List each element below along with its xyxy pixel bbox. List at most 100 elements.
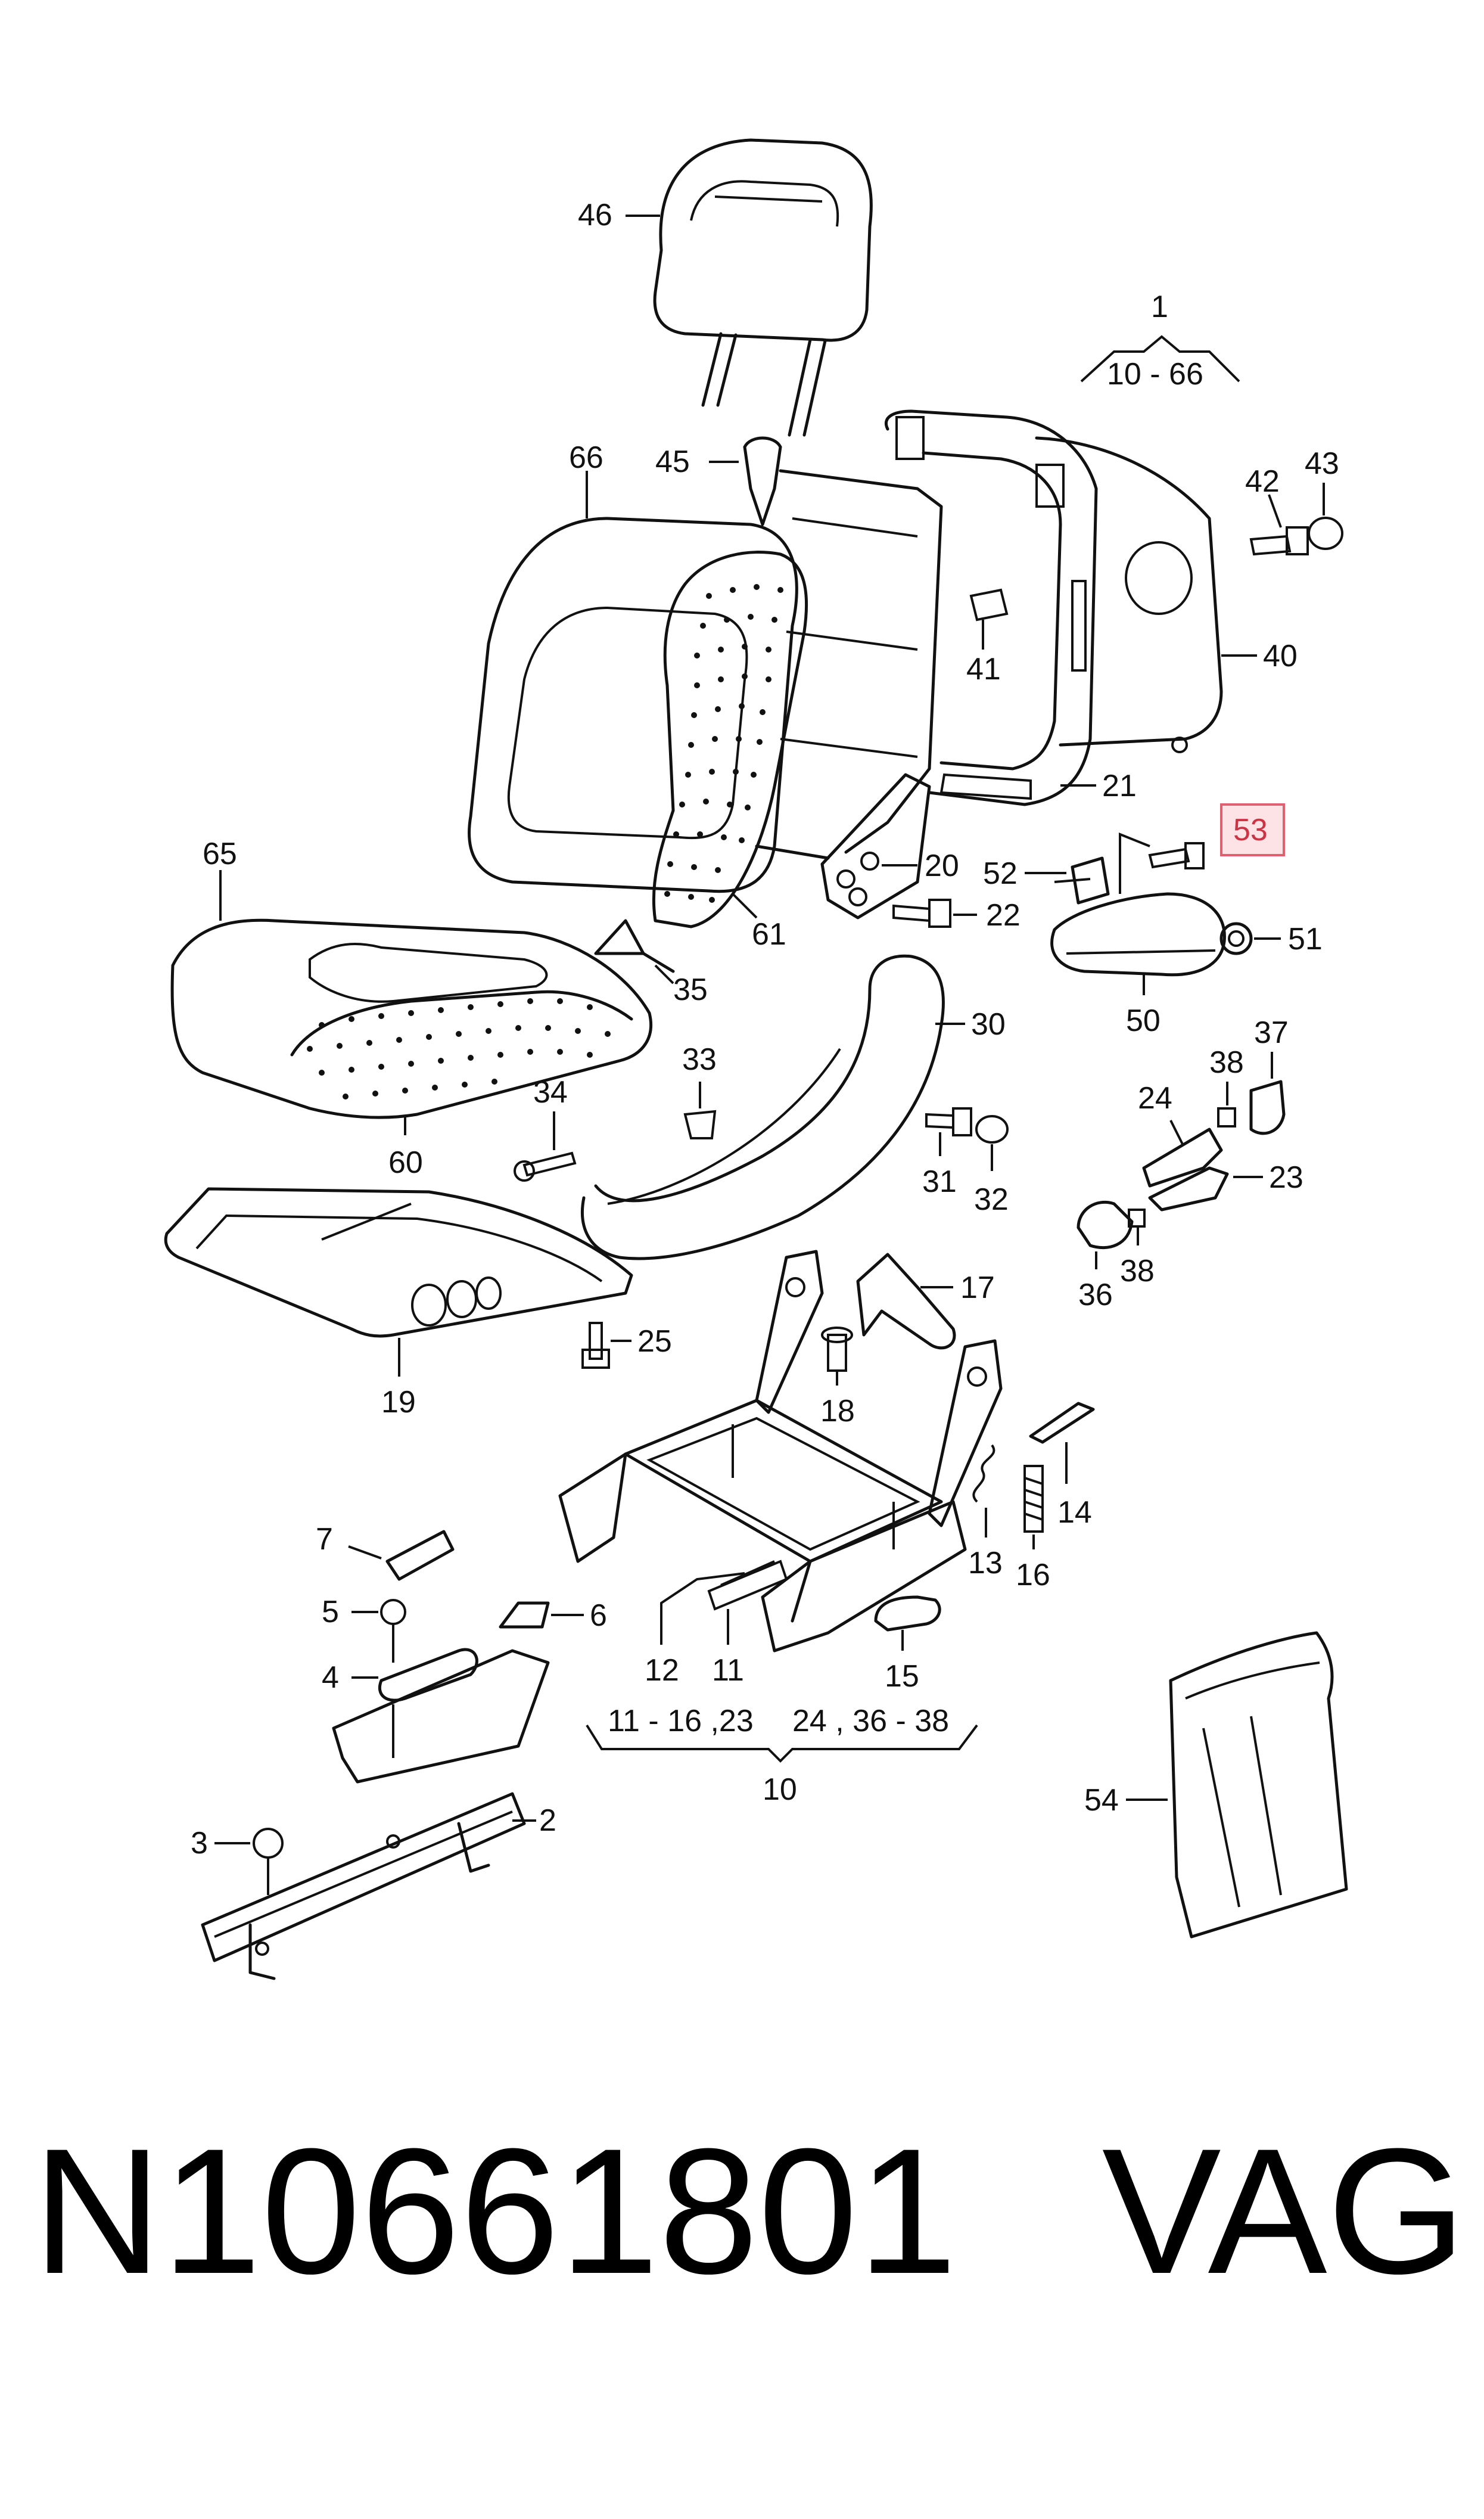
callout-38-top: 38 [1209,1045,1244,1080]
callout-1-range: 10 - 66 [1107,357,1203,392]
screw-34 [514,1151,577,1182]
callout-53[interactable]: 53 [1233,813,1268,847]
seat-frame-10 [558,1250,1003,1653]
backrest-padding [652,551,808,928]
callout-34: 34 [533,1075,568,1110]
callout-33: 33 [682,1042,717,1077]
recliner-23 [1148,1166,1229,1212]
lever-17 [856,1253,956,1350]
cap-32 [975,1115,1009,1144]
cover-6 [499,1601,550,1629]
callout-13: 13 [968,1546,1003,1580]
cover-37 [1249,1080,1286,1135]
callout-42: 42 [1245,464,1280,499]
cap-43 [1308,517,1343,550]
callout-32: 32 [974,1182,1009,1217]
seat-cover [170,918,653,1119]
bolt-22 [892,899,951,928]
callout-21: 21 [1102,769,1137,803]
callout-11: 11 [712,1653,744,1688]
recliner-24 [1142,1128,1223,1188]
callout-66: 66 [569,440,603,475]
callout-40: 40 [1263,639,1298,673]
callout-46: 46 [578,198,612,232]
bracket-11 [707,1560,788,1611]
callout-53-highlight [1220,803,1285,856]
callout-17: 17 [960,1271,995,1305]
bracket-4 [332,1648,550,1784]
callout-30: 30 [971,1007,1006,1042]
spring-16 [1023,1465,1044,1533]
spring-13 [972,1444,995,1503]
cap-51 [1219,922,1253,955]
callout-54: 54 [1084,1783,1119,1818]
seat-pan-19 [164,1187,633,1338]
callout-41: 41 [966,652,1001,687]
bolt-42 [1249,526,1309,556]
headrest-guide-45 [743,436,782,526]
callout-36: 36 [1078,1278,1113,1312]
bag-54 [1169,1631,1348,1939]
headrest [653,138,873,437]
callout-22: 22 [986,898,1021,933]
callout-45: 45 [655,445,690,479]
pin-18 [821,1327,853,1372]
clip-41 [969,588,1009,622]
callout-20: 20 [925,849,959,883]
callout-51: 51 [1288,922,1323,956]
callout-19: 19 [381,1385,416,1420]
callout-10-range-a: 11 - 16 ,23 [608,1704,754,1738]
callout-31: 31 [922,1164,957,1199]
callout-12: 12 [645,1653,679,1688]
callout-3: 3 [191,1826,208,1860]
callout-52: 52 [983,856,1018,891]
screw-53 [1148,842,1205,869]
side-trim-30 [581,954,945,1260]
callout-15: 15 [885,1659,919,1694]
hinge-20 [755,773,931,920]
callout-35: 35 [673,973,708,1007]
clip-33 [683,1110,717,1139]
callout-16: 16 [1016,1558,1050,1592]
brand-name: VAG [1102,2111,1466,2311]
callout-14: 14 [1057,1495,1092,1530]
callout-7: 7 [316,1522,333,1557]
screw-5 [380,1599,406,1663]
callout-43: 43 [1305,446,1339,481]
part-number: N10661801 [33,2111,957,2311]
handle-15 [874,1595,941,1632]
callout-2: 2 [539,1803,556,1838]
trim-7 [385,1530,455,1581]
clip-38-top [1217,1107,1236,1128]
lever-50 [1050,892,1226,977]
bracket-52 [1054,856,1110,905]
callout-10-range-b: 24 , 36 - 38 [792,1704,949,1738]
callout-23: 23 [1269,1160,1303,1195]
callout-25: 25 [637,1324,672,1359]
callout-61: 61 [752,917,786,952]
callout-4: 4 [322,1660,339,1695]
clip-14 [1029,1402,1095,1444]
cover-36 [1077,1200,1134,1250]
bolt-3 [253,1828,284,1895]
strap-35 [594,919,675,973]
group-10-bracket [586,1724,978,1763]
group-1-bracket [1080,335,1240,383]
callout-1: 1 [1151,290,1168,324]
backrest-cover [468,517,798,893]
backrest-frame [885,409,1223,806]
callout-10: 10 [763,1772,797,1807]
callout-5: 5 [322,1595,339,1629]
clip-38-bottom [1128,1209,1146,1228]
seat-padding-dots [307,998,611,1099]
bolt-31 [925,1107,972,1136]
callout-60: 60 [388,1145,423,1180]
callout-37: 37 [1254,1015,1289,1050]
callout-38-bottom: 38 [1120,1254,1155,1288]
callout-50: 50 [1126,1004,1161,1038]
callout-65: 65 [203,837,237,871]
bolt-25 [581,1322,610,1369]
callout-24: 24 [1138,1081,1172,1116]
backrest-rails [779,469,943,854]
